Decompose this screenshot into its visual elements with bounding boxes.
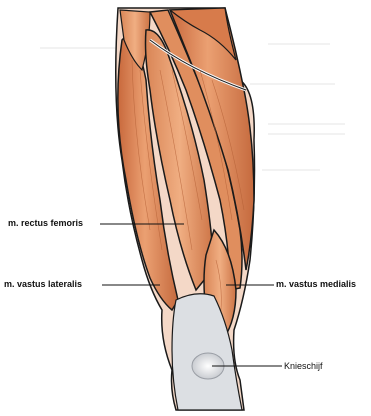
label-vastus-lateralis: m. vastus lateralis (4, 279, 82, 290)
label-vastus-medialis: m. vastus medialis (276, 279, 356, 290)
label-rectus-femoris: m. rectus femoris (8, 218, 83, 229)
label-kneecap: Knieschijf (284, 361, 323, 372)
